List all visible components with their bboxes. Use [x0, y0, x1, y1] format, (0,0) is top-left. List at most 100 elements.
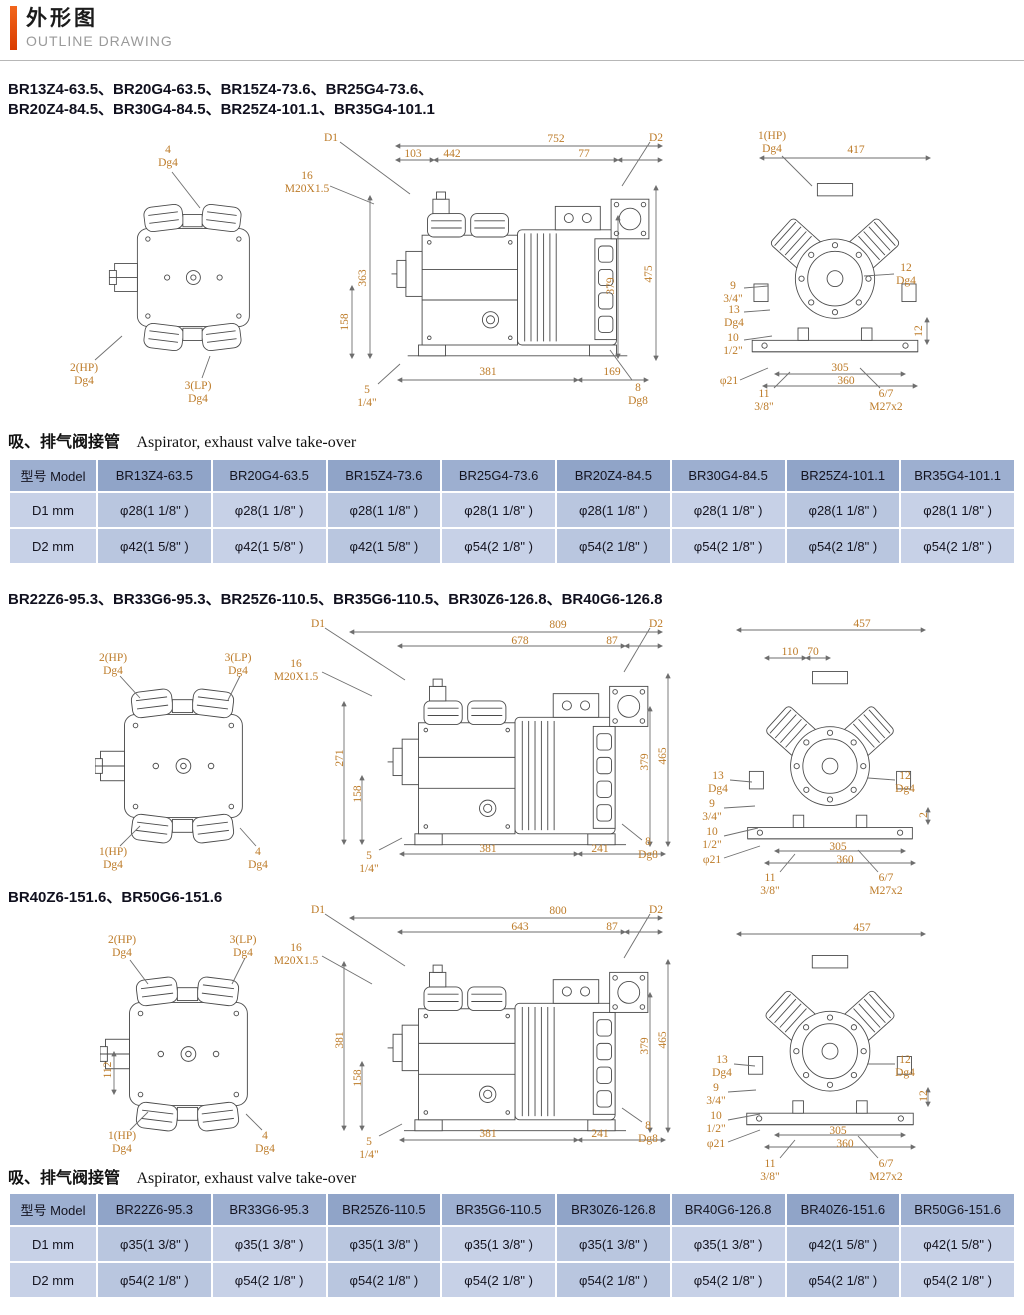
dimension-label: 241 [591, 1128, 609, 1140]
column-header: BR40G6-126.8 [669, 1192, 787, 1227]
page-title-en: OUTLINE DRAWING [26, 33, 173, 49]
column-header: 型号 Model [8, 458, 98, 493]
column-header: BR25Z4-101.1 [784, 458, 902, 493]
cell: φ28(1 1/8" ) [899, 491, 1016, 529]
dimension-label: 12 Dg4 [895, 770, 915, 795]
cell: φ28(1 1/8" ) [555, 491, 672, 529]
dimension-label: 9 3/4" [702, 798, 722, 823]
dimension-lines [94, 141, 932, 389]
cell: φ54(2 1/8" ) [899, 527, 1016, 565]
dimension-label: 13 Dg4 [712, 1054, 732, 1079]
column-header: BR25Z6-110.5 [325, 1192, 443, 1227]
dimension-label: 360 [836, 854, 854, 866]
dimension-label: 475 [642, 265, 655, 283]
column-header: BR20Z4-84.5 [555, 458, 672, 493]
section-3-model-list: BR40Z6-151.6、BR50G6-151.6 [8, 888, 222, 908]
cell: φ54(2 1/8" ) [96, 1261, 213, 1299]
column-header: BR20G4-63.5 [210, 458, 328, 493]
dimension-label: 305 [829, 1125, 847, 1137]
dimension-label: 381 [479, 843, 497, 855]
dimension-label: 2(HP) Dg4 [69, 362, 99, 387]
front-view [391, 191, 650, 357]
cell: φ54(2 1/8" ) [669, 527, 787, 565]
cell: φ54(2 1/8" ) [899, 1261, 1016, 1299]
right-end-view [746, 955, 914, 1126]
column-header: BR33G6-95.3 [210, 1192, 328, 1227]
dimension-label: 643 [511, 921, 529, 933]
dimension-label: 158 [338, 313, 351, 331]
dimension-label: 417 [847, 144, 865, 156]
dimension-label: 678 [511, 635, 529, 647]
dimension-label: 2(HP) Dg4 [107, 934, 137, 959]
dimension-label: 5 1/4" [359, 1136, 379, 1161]
dimension-label: 8 Dg8 [638, 836, 658, 861]
dimension-label: 457 [853, 922, 871, 934]
valve-caption-1: 吸、排气阀接管 Aspirator, exhaust valve take-ov… [8, 428, 356, 452]
column-header: BR30G4-84.5 [669, 458, 787, 493]
dimension-label: 3(LP) Dg4 [224, 652, 252, 677]
column-header: BR35G6-110.5 [440, 1192, 557, 1227]
cell: φ35(1 3/8" ) [440, 1225, 557, 1263]
dimension-label: D2 [648, 132, 664, 144]
dimension-label: D1 [310, 618, 326, 630]
dimension-label: 87 [606, 635, 618, 647]
dimension-label: 8 Dg8 [638, 1120, 658, 1145]
cell: φ54(2 1/8" ) [784, 527, 902, 565]
dimension-label: 13 Dg4 [724, 304, 744, 329]
column-header: BR30Z6-126.8 [555, 1192, 672, 1227]
left-end-view [108, 203, 250, 352]
dimension-label: φ21 [706, 1138, 726, 1150]
cell: φ35(1 3/8" ) [555, 1225, 672, 1263]
row-header: D2 mm [8, 1261, 98, 1299]
cell: φ28(1 1/8" ) [96, 491, 213, 529]
dimension-label: 70 [807, 646, 819, 658]
dimension-label: 360 [836, 1138, 854, 1150]
dimension-label: 1(HP) Dg4 [98, 846, 128, 871]
column-header: BR15Z4-73.6 [325, 458, 443, 493]
dimension-label: 11 3/8" [754, 388, 774, 413]
dimension-label: 241 [591, 843, 609, 855]
section-1-model-list: BR13Z4-63.5、BR20G4-63.5、BR15Z4-73.6、BR25… [8, 80, 435, 120]
dimension-label: 381 [479, 366, 497, 378]
right-end-view [751, 183, 919, 353]
dimension-label: 110 [781, 646, 799, 658]
column-header: BR13Z4-63.5 [96, 458, 213, 493]
section-2-model-list: BR22Z6-95.3、BR33G6-95.3、BR25Z6-110.5、BR3… [8, 590, 663, 610]
dimension-label: 2 [917, 812, 930, 818]
dimension-label: 87 [606, 921, 618, 933]
dimension-label: 12 [917, 1090, 930, 1102]
cell: φ54(2 1/8" ) [784, 1261, 902, 1299]
dimension-label: D2 [648, 904, 664, 916]
dimension-label: 800 [549, 905, 567, 917]
column-header: BR40Z6-151.6 [784, 1192, 902, 1227]
column-header: BR22Z6-95.3 [96, 1192, 213, 1227]
cell: φ35(1 3/8" ) [96, 1225, 213, 1263]
dimension-label: 379 [638, 753, 651, 771]
dimension-label: D2 [648, 618, 664, 630]
cell: φ54(2 1/8" ) [440, 527, 557, 565]
dimension-label: 10 1/2" [706, 1110, 726, 1135]
dimension-label: 465 [656, 747, 669, 765]
column-header: 型号 Model [8, 1192, 98, 1227]
dimension-label: 442 [443, 148, 461, 160]
valve-caption-en: Aspirator, exhaust valve take-over [136, 434, 357, 451]
header-accent-bar [10, 6, 17, 50]
cell: φ28(1 1/8" ) [440, 491, 557, 529]
dimension-label: 305 [829, 841, 847, 853]
dimension-lines [119, 627, 931, 873]
cell: φ54(2 1/8" ) [440, 1261, 557, 1299]
right-end-view [747, 671, 913, 840]
dimension-label: 4 Dg4 [248, 846, 268, 871]
valve-caption-2: 吸、排气阀接管 Aspirator, exhaust valve take-ov… [8, 1164, 356, 1188]
dimension-label: 10 1/2" [723, 332, 743, 357]
dimension-label: 381 [479, 1128, 497, 1140]
row-header: D1 mm [8, 1225, 98, 1263]
dimension-label: 12 [912, 325, 925, 337]
front-view [387, 964, 649, 1132]
dimension-label: φ21 [719, 375, 739, 387]
